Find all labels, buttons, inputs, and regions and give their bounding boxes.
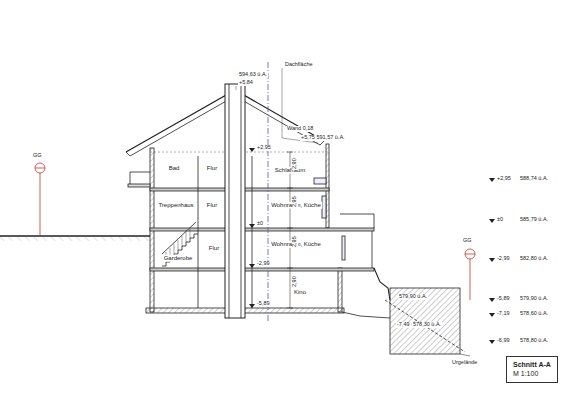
dimension-text: 2,95 (292, 195, 298, 208)
level-label: 585,79 ü.A. (520, 217, 548, 223)
level-label: -7,19 (497, 311, 510, 317)
room-name: Flur (209, 245, 219, 252)
title-block: Schnitt A-AM 1:100 (506, 356, 558, 383)
level-label: ±0 (497, 217, 503, 223)
room-label: Flur (206, 202, 218, 209)
room-label: Flur (208, 245, 220, 252)
room-label: Schlafraum (274, 167, 306, 174)
level-label: +2,95 (497, 176, 511, 182)
room-name: Flur (207, 165, 217, 172)
level-label: 582,80 ü.A. (520, 256, 548, 262)
level-label: 578,80 ü.A. (520, 338, 548, 344)
level-label: 579,90 ü.A. (520, 296, 548, 302)
level-label: 594,63 ü.A. (238, 72, 268, 78)
level-label: +5,75 591,57 ü.A. (300, 135, 346, 141)
level-label: -5,89 (256, 301, 271, 307)
level-label: GG (33, 153, 42, 159)
level-label: GG (463, 238, 472, 244)
level-label: 578,30 ü.A. (412, 322, 442, 328)
room-name: Garderobe (164, 255, 193, 262)
level-label: 579,90 ü.A. (398, 294, 428, 300)
room-label: Kino (293, 289, 307, 296)
room-name: Bad (169, 165, 180, 172)
level-label: Wand 0,18 (286, 126, 314, 132)
dimension-text: 2,90 (292, 275, 298, 288)
room-name: Treppenhaus (158, 202, 193, 209)
level-label: -2,99 (256, 261, 271, 267)
room-label: Flur (206, 165, 218, 172)
level-label: -6,99 (497, 338, 510, 344)
dimension-text: 2,95 (292, 235, 298, 248)
room-label: Treppenhaus (157, 202, 194, 209)
scale-text: M 1:100 (513, 369, 551, 378)
level-label: 588,74 ü.A. (520, 176, 548, 182)
section-title: Schnitt A-A (513, 360, 551, 369)
room-label: Garderobe (163, 255, 194, 262)
level-label: Dachfläche (284, 62, 314, 68)
level-label: +5,84 (238, 80, 254, 86)
room-name: Flur (207, 202, 217, 209)
level-label: -5,89 (497, 296, 510, 302)
room-label: Bad (168, 165, 181, 172)
level-label: -2,99 (497, 256, 510, 262)
room-name: Kino (294, 289, 306, 296)
room-name: Schlafraum (275, 167, 305, 174)
level-label: 578,60 ü.A. (520, 311, 548, 317)
level-label: +2,95 (256, 145, 272, 151)
dimension-text: 2,90 (292, 157, 298, 170)
level-label: -7,49 (396, 322, 411, 328)
level-label: Urgelände (452, 360, 477, 366)
level-label: ±0 (256, 221, 264, 227)
